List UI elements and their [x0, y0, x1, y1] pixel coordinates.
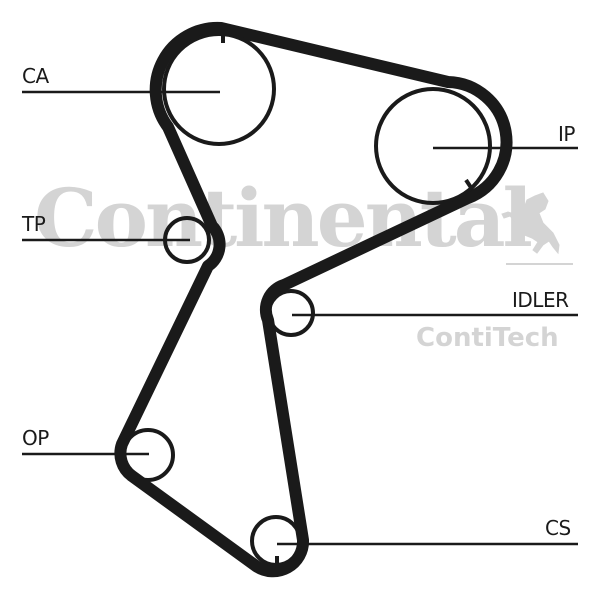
- label-tp: TP: [22, 212, 46, 236]
- label-cs: CS: [545, 516, 571, 540]
- continental-watermark: Continental: [34, 171, 533, 265]
- timing-belt: [114, 21, 513, 578]
- label-idler: IDLER: [512, 288, 569, 312]
- pulley-op: [22, 428, 175, 482]
- label-ca: CA: [22, 64, 49, 88]
- label-ip: IP: [558, 122, 575, 146]
- pulley-tp: [22, 216, 211, 264]
- rearing-horse-icon: [501, 192, 573, 265]
- pulley-idler: [267, 289, 578, 337]
- contitech-watermark: ContiTech: [416, 323, 559, 353]
- label-op: OP: [22, 426, 49, 450]
- pulley-ip: [374, 87, 578, 205]
- pulley-ca: [22, 32, 276, 146]
- pulley-cs: [250, 515, 578, 567]
